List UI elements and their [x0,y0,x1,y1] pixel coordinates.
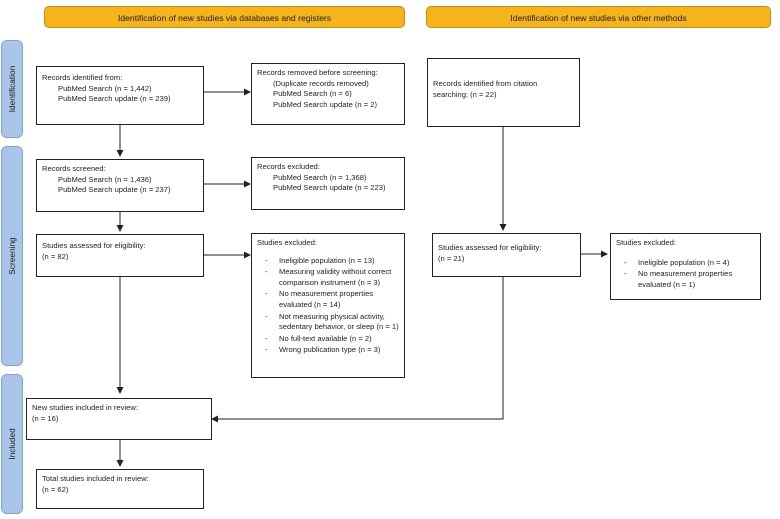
box-studies-excluded: Studies excluded: Ineligible population … [251,233,405,378]
studies-excluded-title: Studies excluded: [257,238,317,247]
list-item: Wrong publication type (n = 3) [257,345,399,356]
records-identified-title: Records identified from: [42,73,123,82]
records-screened-title: Records screened: [42,164,106,173]
list-item: No measurement properties evaluated (n =… [616,269,755,290]
new-studies-included-title: New studies included in review: [32,403,138,412]
studies-excluded-other-list: Ineligible population (n = 4) No measure… [616,258,755,291]
records-identified-line: PubMed Search (n = 1,442) [58,83,152,93]
arrow-other-to-included [211,277,504,423]
list-item: No measurement properties evaluated (n =… [257,289,399,310]
list-item: Ineligible population (n = 13) [257,256,399,267]
box-studies-assessed-other: Studies assessed for eligibility: (n = 2… [432,233,581,277]
studies-assessed-count: (n = 82) [42,251,69,261]
records-excluded-line: PubMed Search update (n = 223) [273,183,386,193]
box-citation-identified: Records identified from citation searchi… [427,58,580,127]
records-screened-line: PubMed Search update (n = 237) [58,185,171,195]
studies-excluded-other-title: Studies excluded: [616,238,676,247]
box-records-removed: Records removed before screening: (Dupli… [251,63,405,125]
box-studies-assessed: Studies assessed for eligibility: (n = 8… [36,234,204,277]
records-removed-line: PubMed Search (n = 6) [273,89,352,99]
list-item: Not measuring physical activity, sedenta… [257,312,399,333]
records-removed-line: PubMed Search update (n = 2) [273,99,378,109]
list-item: No full-text available (n = 2) [257,334,399,345]
new-studies-included-count: (n = 16) [32,413,59,423]
records-removed-line: (Duplicate records removed) [273,78,369,88]
box-new-studies-included: New studies included in review: (n = 16) [26,398,212,440]
total-studies-included-title: Total studies included in review: [42,474,149,483]
records-screened-line: PubMed Search (n = 1,436) [58,174,152,184]
records-identified-line: PubMed Search update (n = 239) [58,94,171,104]
studies-excluded-list: Ineligible population (n = 13) Measuring… [257,256,399,356]
total-studies-included-count: (n = 62) [42,484,69,494]
records-removed-title: Records removed before screening: [257,68,378,77]
box-studies-excluded-other: Studies excluded: Ineligible population … [610,233,761,300]
phase-identification: Identification [1,40,23,138]
citation-identified-text: Records identified from citation searchi… [433,79,538,99]
list-item: Ineligible population (n = 4) [616,258,755,269]
records-excluded-title: Records excluded: [257,162,320,171]
box-records-excluded: Records excluded: PubMed Search (n = 1,3… [251,157,405,210]
box-records-identified: Records identified from: PubMed Search (… [36,66,204,125]
box-total-studies-included: Total studies included in review: (n = 6… [36,469,204,509]
phase-screening: Screening [1,146,23,366]
header-other-methods: Identification of new studies via other … [426,6,771,28]
box-records-screened: Records screened: PubMed Search (n = 1,4… [36,159,204,212]
studies-assessed-other-title: Studies assessed for eligibility: [438,243,542,252]
list-item: Measuring validity without correct compa… [257,267,399,288]
studies-assessed-title: Studies assessed for eligibility: [42,241,146,250]
phase-included: Included [1,374,23,514]
header-databases: Identification of new studies via databa… [44,6,405,28]
studies-assessed-other-count: (n = 21) [438,253,465,263]
records-excluded-line: PubMed Search (n = 1,368) [273,172,367,182]
